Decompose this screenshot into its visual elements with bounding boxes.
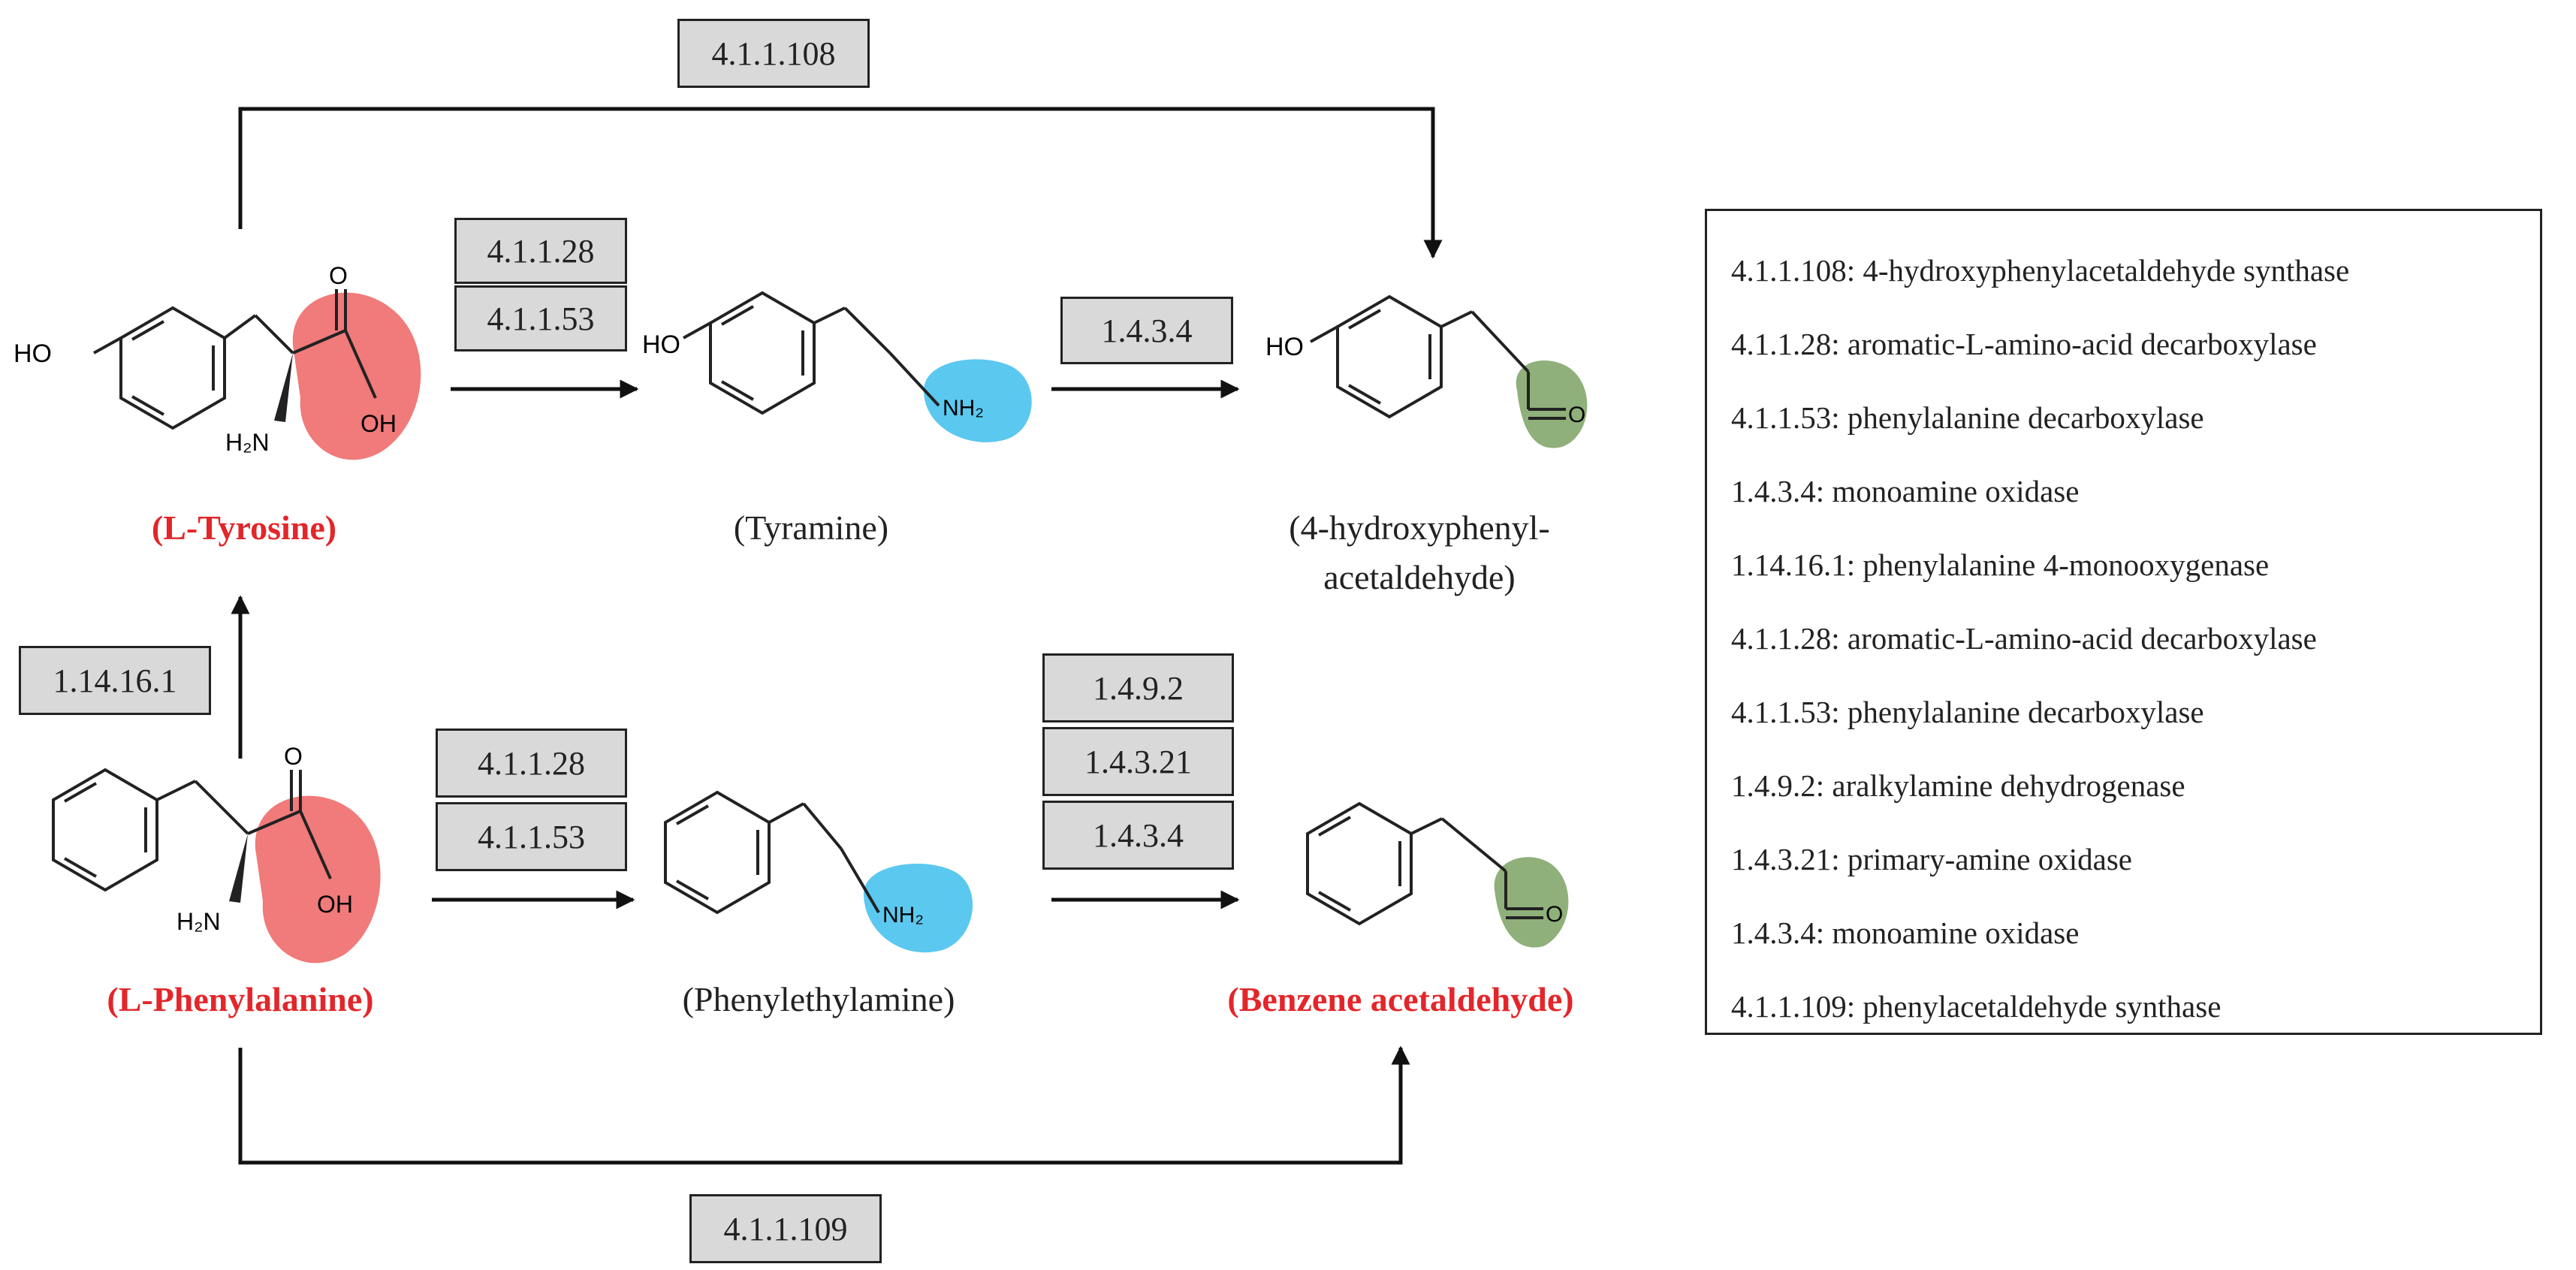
label-tyramine: (Tyramine)	[733, 508, 889, 547]
phenylalanine-structure: O OH H₂N	[52, 743, 381, 964]
svg-text:HO: HO	[642, 330, 680, 359]
legend-item: 4.1.1.53: phenylalanine decarboxylase	[1731, 695, 2204, 729]
svg-text:OH: OH	[360, 410, 397, 437]
hpaa-structure: HO O	[1265, 295, 1588, 448]
label-acetaldehyde: acetaldehyde)	[1323, 558, 1516, 596]
tyrosine-structure: HO O OH H₂N	[14, 262, 421, 460]
arrow-tyrosine-to-hpaa	[238, 107, 1443, 259]
svg-text:O: O	[284, 743, 303, 770]
legend-item: 1.4.3.21: primary-amine oxidase	[1731, 842, 2133, 876]
svg-text:O: O	[329, 262, 348, 289]
enzyme-box-1-4-3-4-tyramine: 1.4.3.4	[1060, 297, 1233, 364]
enzyme-box-4-1-1-109: 4.1.1.109	[689, 1194, 882, 1263]
benzene-acetaldehyde-structure: O	[1306, 802, 1569, 948]
svg-text:HO: HO	[14, 339, 52, 368]
legend-item: 1.4.3.4: monoamine oxidase	[1731, 916, 2080, 950]
arrow-phenylalanine-to-benzeneacetaldehyde	[238, 1045, 1410, 1165]
enzyme-box-4-1-1-108: 4.1.1.108	[677, 19, 870, 88]
legend-item: 4.1.1.108: 4-hydroxyphenylacetaldehyde s…	[1731, 253, 2350, 288]
legend-item: 4.1.1.109: phenylacetaldehyde synthase	[1731, 989, 2222, 1024]
svg-text:H₂N: H₂N	[225, 429, 270, 456]
enzyme-legend: 4.1.1.108: 4-hydroxyphenylacetaldehyde s…	[1705, 209, 2542, 1035]
enzyme-box-1-4-3-21: 1.4.3.21	[1042, 727, 1234, 796]
legend-item: 4.1.1.53: phenylalanine decarboxylase	[1731, 400, 2204, 435]
legend-item: 4.1.1.28: aromatic-L-amino-acid decarbox…	[1731, 327, 2317, 361]
legend-item: 1.4.3.4: monoamine oxidase	[1731, 474, 2080, 508]
enzyme-box-4-1-1-53-tyrosine: 4.1.1.53	[454, 285, 627, 351]
svg-text:O: O	[1546, 902, 1563, 927]
enzyme-box-4-1-1-28-phenylalanine: 4.1.1.28	[436, 729, 627, 798]
svg-text:NH₂: NH₂	[882, 903, 924, 928]
label-phenylethylamine: (Phenylethylamine)	[682, 980, 955, 1018]
svg-text:HO: HO	[1265, 333, 1304, 361]
enzyme-box-4-1-1-53-phenylalanine: 4.1.1.53	[436, 802, 627, 871]
label-l-phenylalanine: (L-Phenylalanine)	[107, 980, 374, 1018]
phenylethylamine-structure: NH₂	[664, 791, 973, 953]
enzyme-box-1-4-9-2: 1.4.9.2	[1042, 653, 1234, 722]
legend-item: 4.1.1.28: aromatic-L-amino-acid decarbox…	[1731, 621, 2317, 656]
legend-item: 1.4.9.2: aralkylamine dehydrogenase	[1731, 768, 2185, 803]
enzyme-box-1-4-3-4-phenylethylamine: 1.4.3.4	[1042, 801, 1234, 870]
enzyme-box-4-1-1-28-tyrosine: 4.1.1.28	[454, 218, 627, 284]
svg-text:O: O	[1568, 403, 1585, 427]
label-4-hydroxyphenyl: (4-hydroxyphenyl-	[1289, 508, 1550, 547]
tyramine-structure: HO NH₂	[642, 291, 1032, 442]
label-benzene-acetaldehyde: (Benzene acetaldehyde)	[1227, 980, 1574, 1018]
enzyme-box-1-14-16-1: 1.14.16.1	[19, 646, 211, 715]
svg-text:H₂N: H₂N	[176, 908, 221, 935]
svg-text:NH₂: NH₂	[943, 396, 984, 421]
label-l-tyrosine: (L-Tyrosine)	[151, 508, 337, 547]
svg-text:OH: OH	[317, 891, 353, 918]
legend-item: 1.14.16.1: phenylalanine 4-monooxygenase	[1731, 548, 2270, 582]
